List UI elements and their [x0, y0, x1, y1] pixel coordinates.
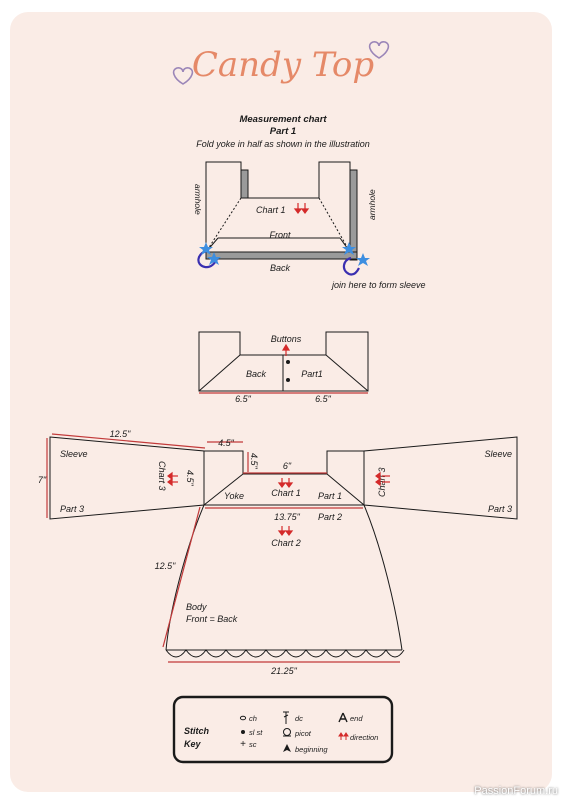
yoke-label: Yoke [224, 491, 244, 501]
star-icon [356, 253, 370, 266]
dc-label: dc [295, 714, 303, 723]
front-label: Front [269, 230, 291, 240]
body-label: Body [186, 602, 207, 612]
stitch-key-title: Stitch [184, 726, 210, 736]
hem-width-label: 21.25" [270, 666, 298, 676]
part3-left-label: Part 3 [60, 504, 84, 514]
measurement-heading: Measurement chart [239, 114, 327, 125]
sleeve-left-label: Sleeve [60, 449, 88, 459]
star-icon [207, 252, 221, 265]
part2-label: Part 2 [318, 512, 342, 522]
sl-st-icon [241, 730, 245, 734]
picot-icon [283, 728, 291, 737]
body-length-label: 12.5" [155, 561, 177, 571]
heart-icon-right [368, 41, 390, 59]
beginning-icon [283, 744, 291, 752]
buttons-back-label: Back [246, 369, 267, 379]
armhole-depth-label: 4.5" [185, 470, 195, 487]
part1-diagram [205, 161, 358, 261]
neck-width-label: 6" [283, 461, 292, 471]
part3-right-label: Part 3 [488, 504, 512, 514]
join-loop-right [342, 256, 360, 276]
button-dot [286, 360, 290, 364]
sleeve-height-label: 7" [38, 475, 47, 485]
yoke-width-label: 13.75" [274, 512, 301, 522]
measure-lines [46, 433, 400, 663]
stitch-key-box [172, 695, 394, 764]
direction-label: direction [350, 733, 378, 742]
buttons-label: Buttons [271, 334, 302, 344]
dc-icon [283, 711, 289, 724]
chart2-label: Chart 2 [271, 538, 301, 548]
ch-icon [239, 715, 247, 721]
width-left-label: 6.5" [235, 394, 252, 404]
buttons-diagram [198, 331, 369, 392]
sl-st-label: sl st [249, 728, 263, 737]
back-label: Back [270, 263, 291, 273]
join-loop-left [197, 249, 218, 269]
stitch-key-title: Key [184, 739, 202, 749]
page-title: Candy Top [192, 45, 374, 85]
picot-label: picot [294, 729, 312, 738]
chart1-label: Chart 1 [271, 488, 301, 498]
end-label: end [350, 714, 363, 723]
part1-subheading: Part 1 [270, 126, 296, 137]
garment-diagram [49, 436, 518, 658]
armhole-width-label: 4.5" [218, 438, 235, 448]
beginning-label: beginning [295, 745, 328, 754]
ch-label: ch [249, 714, 257, 723]
heart-icon-left [172, 67, 194, 85]
end-icon [338, 712, 348, 723]
star-icon [199, 242, 213, 255]
part1-chart-label: Chart 1 [256, 205, 286, 215]
watermark: PassionForum.ru [474, 785, 558, 797]
up-arrow-icon [281, 343, 291, 356]
sleeve-length-label: 12.5" [110, 429, 132, 439]
button-dot [286, 378, 290, 382]
direction-arrows [293, 203, 310, 214]
direction-icon [338, 732, 349, 740]
front-equals-back-label: Front = Back [186, 614, 238, 624]
buttons-part1-label: Part1 [301, 369, 323, 379]
chart3-left-label: Chart 3 [157, 461, 167, 491]
fold-instruction: Fold yoke in half as shown in the illust… [196, 139, 370, 149]
join-note: join here to form sleeve [331, 280, 426, 290]
sc-label: sc [249, 740, 257, 749]
armhole-label-left: armhole [193, 184, 203, 215]
direction-arrows [167, 471, 390, 536]
star-icon [342, 242, 356, 255]
sc-icon: + [240, 739, 246, 750]
part1-label: Part 1 [318, 491, 342, 501]
width-right-label: 6.5" [315, 394, 332, 404]
yoke-height-label: 4.5" [249, 453, 259, 470]
sleeve-right-label: Sleeve [484, 449, 512, 459]
armhole-label-right: armhole [367, 189, 377, 220]
